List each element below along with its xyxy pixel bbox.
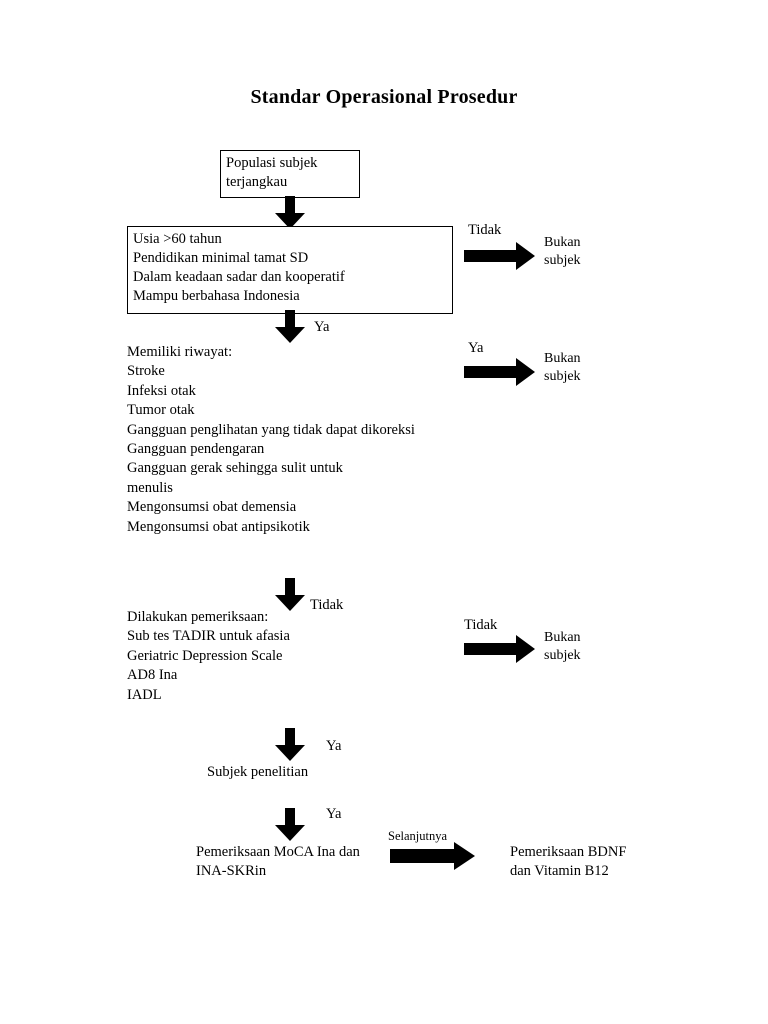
arrow-down-inclusion-to-exclusion (274, 310, 306, 344)
edge-label-examination-no: Tidak (464, 617, 498, 633)
edge-label-inclusion-yes: Ya (314, 319, 330, 335)
edge-label-examination-yes: Ya (326, 738, 342, 754)
node-exclusion-criteria-label: Memiliki riwayat: Stroke Infeksi otak Tu… (127, 344, 415, 535)
node-reject-3-label: Bukan subjek (544, 630, 581, 663)
arrow-right-moca-to-bdnf (390, 842, 476, 870)
node-subject-label: Subjek penelitian (207, 764, 309, 780)
node-reject-2-label: Bukan subjek (544, 351, 581, 384)
node-inclusion-criteria-box: Usia >60 tahun Pendidikan minimal tamat … (127, 226, 453, 314)
node-reject-1-label: Bukan subjek (544, 235, 581, 268)
edge-label-moca-next: Selanjutnya (388, 829, 448, 843)
node-population-box: Populasi subjek terjangkau (220, 150, 360, 198)
arrow-right-inclusion-reject (464, 242, 536, 270)
arrow-down-examination-to-subject (274, 728, 306, 762)
node-inclusion-criteria-label: Usia >60 tahun Pendidikan minimal tamat … (133, 231, 345, 304)
arrow-down-population-to-inclusion (274, 196, 306, 230)
edge-label-exclusion-yes: Ya (468, 340, 484, 356)
edge-label-inclusion-no: Tidak (468, 222, 502, 238)
edge-label-subject-yes: Ya (326, 806, 342, 822)
arrow-down-exclusion-to-examination (274, 578, 306, 612)
node-moca-label: Pemeriksaan MoCA Ina dan INA-SKRin (196, 844, 360, 880)
page-title: Standar Operasional Prosedur (250, 86, 518, 108)
node-examination-label: Dilakukan pemeriksaan: Sub tes TADIR unt… (127, 609, 290, 703)
arrow-down-subject-to-moca (274, 808, 306, 842)
node-bdnf-label: Pemeriksaan BDNF dan Vitamin B12 (510, 844, 627, 880)
node-population-label: Populasi subjek terjangkau (226, 155, 318, 190)
arrow-right-exclusion-reject (464, 358, 536, 386)
edge-label-examination-no-down: Tidak (310, 597, 344, 613)
arrow-right-examination-reject (464, 635, 536, 663)
